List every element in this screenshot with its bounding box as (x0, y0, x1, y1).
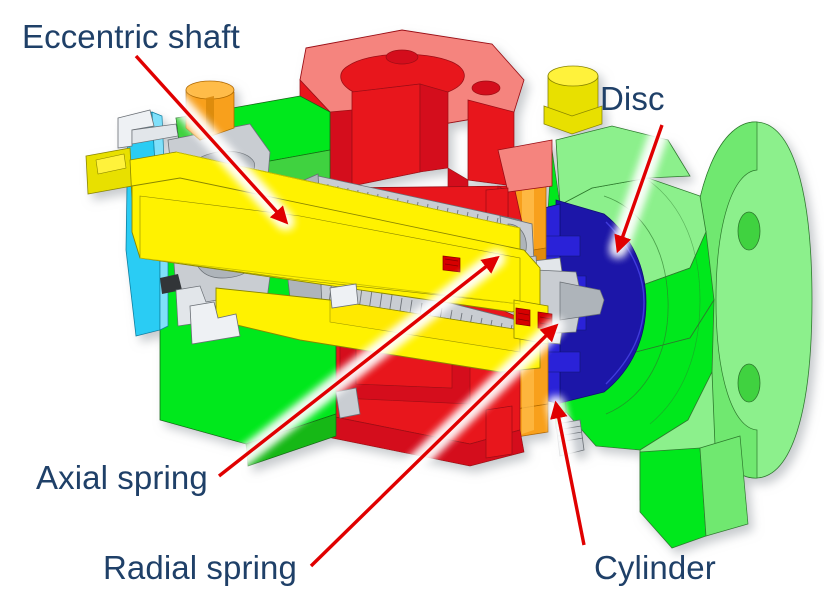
leader-radial-spring (309, 323, 559, 568)
left-orange-cap (185, 80, 235, 141)
callout-label-eccentric-shaft: Eccentric shaft (22, 18, 240, 55)
leader-eccentric-shaft (134, 54, 289, 225)
eccentric-shaft-component (85, 147, 549, 373)
valve-assembly-model (85, 29, 813, 549)
leader-cylinder (550, 400, 586, 546)
leader-axial-spring (217, 255, 500, 478)
leader-disc (614, 124, 664, 254)
callout-label-axial-spring: Axial spring (36, 459, 208, 496)
leader-lines (130, 50, 668, 572)
callout-label-radial-spring: Radial spring (103, 549, 297, 586)
mounting-brackets (117, 109, 361, 419)
callout-label-cylinder: Cylinder (594, 549, 716, 586)
port-boss (543, 65, 603, 135)
callout-label-disc: Disc (600, 80, 665, 117)
